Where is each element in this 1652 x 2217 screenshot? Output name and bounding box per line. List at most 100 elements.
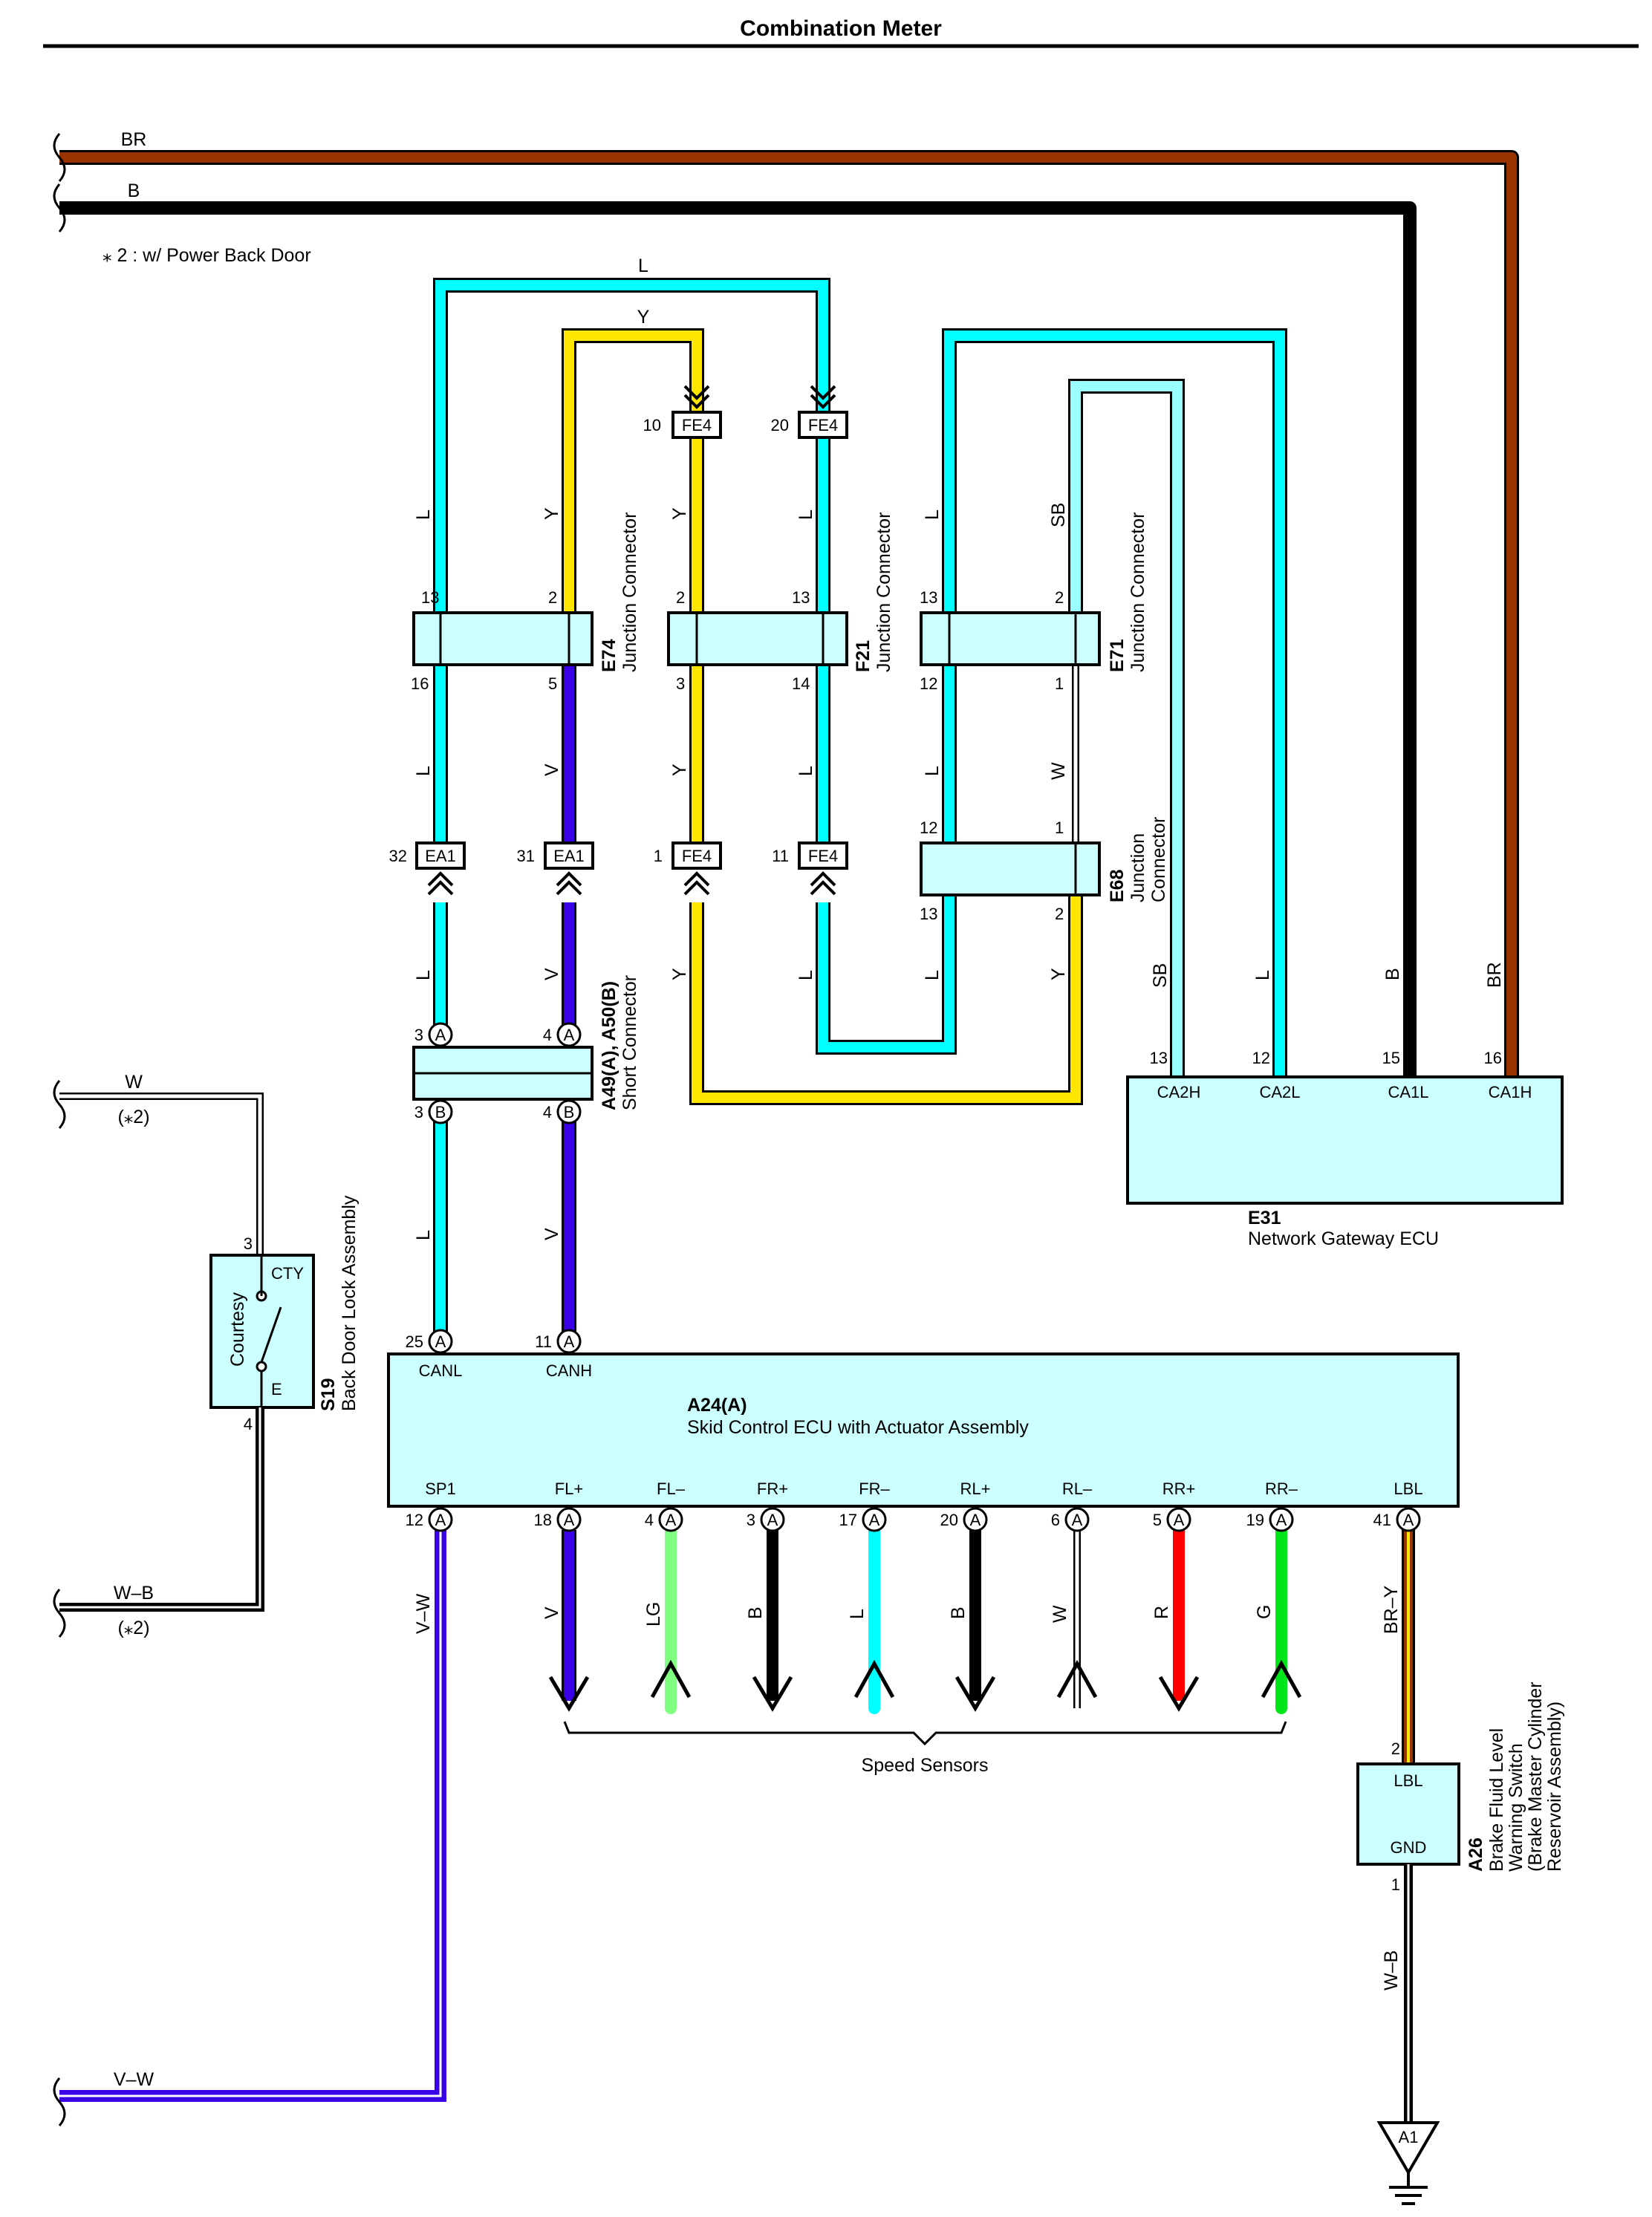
swl-r: R	[1151, 1606, 1172, 1619]
network-gateway-ecu-e31: 13 12 15 16 CA2H CA2L CA1L CA1H E31 Netw…	[1126, 1049, 1564, 1249]
a24-canh: CANH	[546, 1361, 592, 1380]
bp-19: 19	[1246, 1511, 1264, 1529]
wl-l-9: L	[922, 970, 943, 980]
bp-3: 3	[747, 1511, 755, 1529]
wl-v-2: V	[542, 968, 562, 980]
e74-pin2: 2	[548, 588, 557, 607]
e71-pin2: 2	[1055, 588, 1064, 607]
break-mark-w	[53, 1080, 66, 1129]
a24-name: Skid Control ECU with Actuator Assembly	[687, 1417, 1029, 1438]
f21-name: Junction Connector	[874, 512, 894, 672]
f21-pin13: 13	[792, 588, 810, 607]
e31-pin16: 16	[1484, 1049, 1502, 1067]
a26-pin1: 1	[1391, 1875, 1400, 1894]
e71-name: Junction Connector	[1128, 512, 1148, 672]
wl-y-3: Y	[669, 764, 690, 776]
wl-w-1: W	[1048, 762, 1069, 780]
a26-line1: Brake Fluid Level	[1486, 1728, 1507, 1872]
wl-l-6: L	[922, 766, 943, 776]
wl-sb-1: SB	[1048, 503, 1069, 527]
back-door-lock-s19: W (⁎2) 3 4 CTY E Courtesy S19 Back Door …	[53, 1072, 360, 1638]
brake-fluid-switch-a26: 2 LBL GND 1 A26 Brake Fluid Level Warnin…	[1356, 1682, 1565, 2123]
wl-v-3: V	[542, 1228, 562, 1240]
wire-label-l-top: L	[638, 255, 648, 276]
fe4-10-label: FE4	[682, 416, 712, 434]
e71-pin1: 1	[1055, 674, 1064, 693]
connector-fe4-11: FE4 11	[772, 841, 848, 896]
a24-pin25: 25	[406, 1332, 423, 1351]
bp-a-frm: A	[869, 1511, 880, 1529]
bp-a-rrp: A	[1174, 1511, 1185, 1529]
fe4-1-label: FE4	[682, 847, 712, 865]
e68-name1: Junction	[1128, 833, 1148, 902]
s19-code: S19	[318, 1378, 339, 1411]
wire-label-star2-top: (⁎2)	[117, 1107, 149, 1127]
a24-bottom-pins: A 12 A 18 A 4 A 3 A 17 A 20 A 6 A 5 A 19…	[406, 1507, 1421, 1532]
swl-w: W	[1050, 1605, 1070, 1623]
wl-v-1: V	[542, 764, 562, 776]
wl-l-10: L	[1252, 970, 1273, 980]
wire-label-vw-left: V–W	[114, 2069, 155, 2090]
e74-pin16: 16	[411, 674, 429, 693]
e74-name: Junction Connector	[620, 512, 640, 672]
a49-pin4: 4	[543, 1026, 552, 1044]
s19-pin4: 4	[244, 1415, 253, 1433]
e31-ca1l: CA1L	[1388, 1083, 1428, 1101]
fe4-11-pin: 11	[772, 847, 789, 865]
a24-t-rlp: RL+	[960, 1479, 991, 1498]
wire-y-top-loop	[562, 328, 704, 613]
a24-t-rlm: RL–	[1062, 1479, 1093, 1498]
bp-5: 5	[1153, 1511, 1162, 1529]
a49-pin-a-2: A	[564, 1026, 575, 1044]
swl-b1: B	[745, 1606, 766, 1619]
bp-12: 12	[406, 1511, 423, 1529]
e68-name2: Connector	[1148, 817, 1169, 902]
bp-a-flp: A	[564, 1511, 575, 1529]
wl-l-5: L	[796, 766, 816, 776]
swl-l: L	[847, 1609, 868, 1619]
connector-ea1-31: EA1 31	[517, 841, 594, 896]
bp-18: 18	[534, 1511, 552, 1529]
a49-name: Short Connector	[620, 975, 640, 1110]
e71-pin13: 13	[920, 588, 937, 607]
a24-t-rrp: RR+	[1162, 1479, 1196, 1498]
bp-6: 6	[1051, 1511, 1060, 1529]
e31-code: E31	[1248, 1208, 1281, 1228]
skid-control-ecu-a24: A 25 A 11 CANL CANH A24(A) Skid Control …	[387, 1329, 1460, 1508]
wl-y-2: Y	[669, 507, 690, 520]
a50-pin-b-1: B	[435, 1103, 446, 1121]
ea1-31-label: EA1	[553, 847, 585, 865]
short-connector-a49-a50: A 3 A 4 B 3 B 4 A49(A), A50(B) Short Con…	[412, 975, 640, 1124]
a26-line3: (Brake Master Cylinder	[1525, 1682, 1546, 1872]
e31-pin12: 12	[1252, 1049, 1270, 1067]
wire-vw-sp1	[59, 1530, 446, 2102]
break-mark-vw	[53, 2077, 66, 2126]
wl-sb-2: SB	[1150, 963, 1171, 988]
junction-e71: 13 2 12 1 E71 Junction Connector	[920, 512, 1148, 693]
wire-label-wb-s19: W–B	[114, 1583, 154, 1604]
a49-pin3: 3	[414, 1026, 423, 1044]
a50-pin3: 3	[414, 1103, 423, 1121]
wire-label-br: BR	[121, 129, 147, 150]
e71-pin12: 12	[920, 674, 937, 693]
ground-a1-label: A1	[1399, 2128, 1419, 2146]
a49-pin-a-1: A	[435, 1026, 446, 1044]
f21-pin14: 14	[792, 674, 810, 693]
a24-t-rrm: RR–	[1265, 1479, 1298, 1498]
wl-l-3: L	[922, 510, 943, 520]
s19-name: Back Door Lock Assembly	[339, 1195, 360, 1411]
ea1-32-label: EA1	[425, 847, 456, 865]
fe4-1-pin: 1	[654, 847, 663, 865]
a26-lbl: LBL	[1394, 1771, 1422, 1790]
bp-17: 17	[839, 1511, 857, 1529]
wire-label-vw-vert: V–W	[413, 1593, 434, 1634]
e31-pin15: 15	[1382, 1049, 1400, 1067]
wire-label-w-s19: W	[125, 1072, 143, 1093]
junction-e74: 13 2 16 5 E74 Junction Connector	[411, 512, 640, 693]
bp-a-frp: A	[767, 1511, 778, 1529]
a26-gnd: GND	[1391, 1838, 1427, 1857]
connector-fe4-10: FE4 10	[643, 385, 722, 439]
speed-sensors-brace	[563, 1721, 1287, 1746]
connector-fe4-1: FE4 1	[654, 841, 722, 896]
